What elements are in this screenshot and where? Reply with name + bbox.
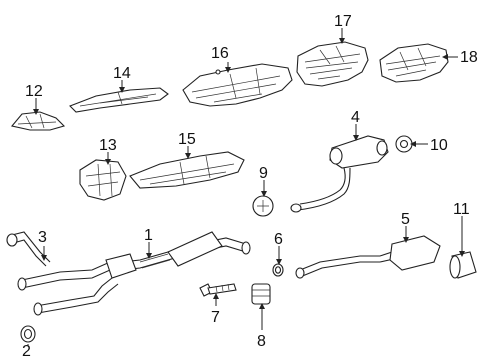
callout-1: 1 xyxy=(144,227,153,244)
callout-9: 9 xyxy=(259,165,268,182)
part-8-spring xyxy=(251,283,271,305)
callout-12: 12 xyxy=(25,83,43,100)
part-9-hanger xyxy=(252,195,274,217)
callout-8: 8 xyxy=(257,333,266,350)
callout-3: 3 xyxy=(38,229,47,246)
part-2-gasket xyxy=(20,325,36,343)
part-11-exhaust-tip xyxy=(449,251,477,279)
callout-5: 5 xyxy=(401,211,410,228)
part-17-heat-shield xyxy=(296,41,369,87)
part-10-hanger xyxy=(395,135,413,153)
callout-17: 17 xyxy=(334,13,352,30)
callout-4: 4 xyxy=(351,109,360,126)
callout-16: 16 xyxy=(211,45,229,62)
part-15-heat-shield xyxy=(129,151,245,189)
part-1-front-pipe xyxy=(17,231,251,316)
part-13-heat-shield xyxy=(79,159,127,201)
part-3-pipe-bracket xyxy=(6,231,51,267)
leader-lines xyxy=(27,28,465,346)
callout-15: 15 xyxy=(178,131,196,148)
callout-10: 10 xyxy=(430,137,448,154)
part-12-heat-shield xyxy=(10,111,66,131)
part-18-heat-shield xyxy=(379,43,449,83)
part-7-bolt xyxy=(199,283,237,297)
callout-18: 18 xyxy=(460,49,478,66)
callout-11: 11 xyxy=(453,201,470,218)
part-14-heat-shield xyxy=(69,87,169,113)
callout-7: 7 xyxy=(211,309,220,326)
part-6-gasket xyxy=(272,263,284,277)
part-16-heat-shield xyxy=(182,63,293,107)
callout-13: 13 xyxy=(99,137,117,154)
callout-2: 2 xyxy=(22,343,31,360)
part-4-muffler-assembly xyxy=(290,135,389,213)
part-5-tail-muffler xyxy=(295,235,441,279)
callout-6: 6 xyxy=(274,231,283,248)
callout-14: 14 xyxy=(113,65,131,82)
